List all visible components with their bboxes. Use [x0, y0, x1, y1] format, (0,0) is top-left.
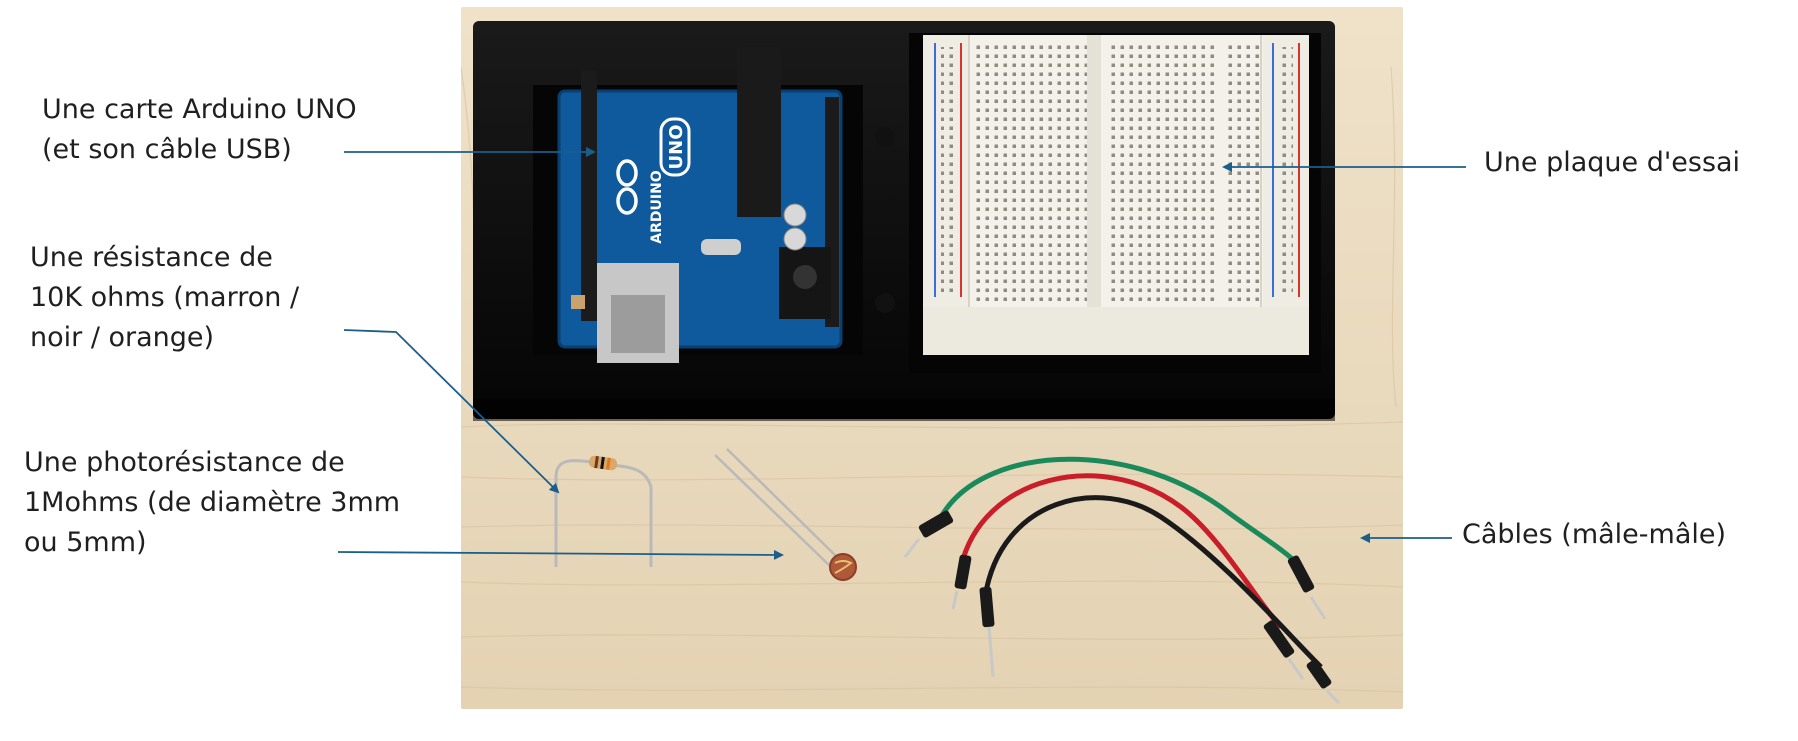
label-resistor-line-2: 10K ohms (marron /: [30, 282, 300, 313]
wire-green: [938, 456, 1303, 569]
jumper-wires: [938, 456, 1323, 669]
arduino-board: ARDUINO UNO: [557, 47, 843, 363]
label-breadboard-line-1: Une plaque d'essai: [1484, 147, 1741, 178]
label-cables-line-1: Câbles (mâle-mâle): [1462, 519, 1727, 550]
microcontroller-chip: [737, 47, 781, 217]
resistor: [554, 455, 653, 567]
label-photoresistor-line-1: Une photorésistance de: [24, 447, 345, 478]
label-arduino: Une carte Arduino UNO (et son câble USB): [42, 90, 357, 170]
wire-connectors: [918, 510, 1332, 689]
label-resistor-line-3: noir / orange): [30, 322, 215, 353]
board-brand-text: ARDUINO: [649, 170, 665, 244]
label-breadboard: Une plaque d'essai: [1484, 143, 1740, 183]
label-photoresistor-line-3: ou 5mm): [24, 527, 147, 558]
wire-black: [982, 495, 1323, 669]
photoresistor: [714, 448, 857, 581]
label-arduino-line-2: (et son câble USB): [42, 134, 292, 165]
label-resistor-line-1: Une résistance de: [30, 242, 273, 273]
label-cables: Câbles (mâle-mâle): [1462, 515, 1726, 555]
board-logo-text: UNO: [666, 125, 687, 170]
label-photoresistor: Une photorésistance de 1Mohms (de diamèt…: [24, 443, 400, 563]
label-resistor: Une résistance de 10K ohms (marron / noi…: [30, 238, 299, 358]
label-photoresistor-line-2: 1Mohms (de diamètre 3mm: [24, 487, 401, 518]
arduino-logo-icon: [616, 159, 638, 215]
components-photo: ARDUINO UNO: [461, 7, 1403, 709]
wire-red: [958, 473, 1283, 629]
label-arduino-line-1: Une carte Arduino UNO: [42, 94, 357, 125]
breadboard: [923, 35, 1309, 355]
